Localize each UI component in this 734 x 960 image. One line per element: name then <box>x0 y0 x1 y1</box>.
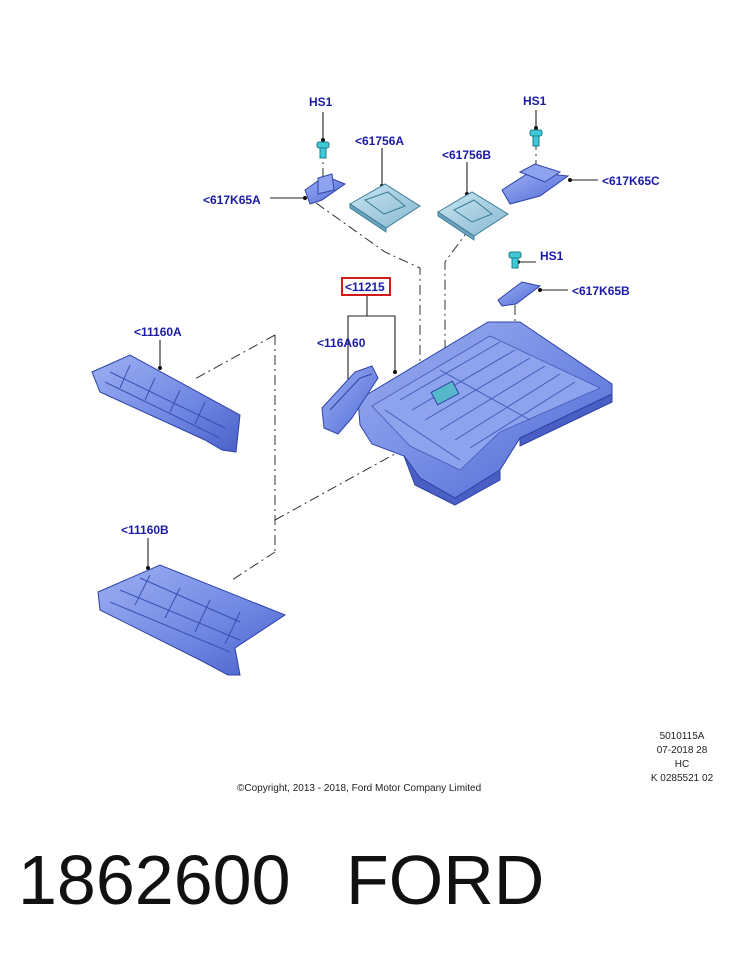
reference-date: 07-2018 28 <box>656 745 708 756</box>
drawing-reference-block: 5010115A 07-2018 28 HC K 0285521 02 <box>642 730 722 786</box>
label-11160A: <11160A <box>134 325 182 339</box>
brand-name: FORD <box>346 841 545 919</box>
label-116A60: <116A60 <box>317 336 366 350</box>
callout-labels: HS1 HS1 HS1 <61756A <61756B <617K65A <61… <box>121 94 660 537</box>
part-number: 1862600 <box>18 841 291 919</box>
part-617K65A <box>304 173 347 205</box>
part-11160B <box>97 564 287 676</box>
floor-pan-assembly <box>357 321 613 506</box>
copyright-text: ©Copyright, 2013 - 2018, Ford Motor Comp… <box>237 783 482 794</box>
fastener-hs1-right-mid <box>508 251 522 269</box>
label-11215: <11215 <box>345 280 385 294</box>
label-hs1-left: HS1 <box>309 95 333 109</box>
fastener-hs1-left <box>316 141 330 159</box>
highlight-box-11215 <box>341 277 391 296</box>
part-116A60 <box>321 365 379 435</box>
label-617K65B: <617K65B <box>572 284 630 298</box>
label-hs1-right-mid: HS1 <box>540 249 564 263</box>
label-61756B: <61756B <box>442 148 491 162</box>
label-617K65C: <617K65C <box>602 174 660 188</box>
label-11160B: <11160B <box>121 523 169 537</box>
part-61756A <box>349 183 421 233</box>
part-617K65B <box>497 281 542 307</box>
fastener-hs1-right-top <box>529 129 543 147</box>
label-617K65A: <617K65A <box>203 193 261 207</box>
part-617K65C <box>501 163 570 205</box>
part-11160A <box>91 354 241 453</box>
reference-region: HC <box>674 759 690 770</box>
reference-code: 5010115A <box>659 731 705 742</box>
reference-id: K 0285521 02 <box>650 773 714 784</box>
callout-leaders <box>147 110 598 568</box>
label-61756A: <61756A <box>355 134 404 148</box>
label-hs1-right-top: HS1 <box>523 94 547 108</box>
part-61756B <box>437 191 509 241</box>
